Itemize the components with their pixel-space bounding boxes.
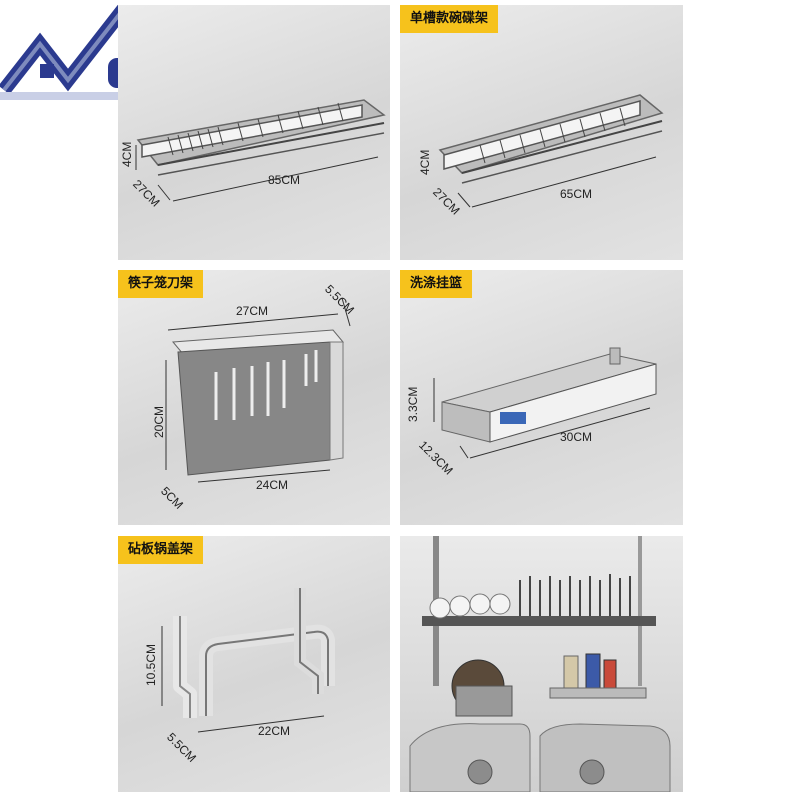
panel-rack-85: 4CM 85CM 27CM	[118, 5, 390, 260]
panel-kitchen-scene	[400, 536, 683, 792]
rack65-height-label: 4CM	[418, 149, 432, 175]
panel-rack-65: 单槽款碗碟架 4CM 65CM 27CM	[400, 5, 683, 260]
basket-width-label: 30CM	[560, 430, 593, 444]
kitchen-scene-image	[409, 536, 671, 792]
knife-holder-image	[165, 297, 351, 483]
lid-rack-image	[161, 588, 335, 733]
panel-lid-rack: 砧板锅盖架 10.5CM 22CM 5.5CM	[118, 536, 390, 792]
panel-knife-holder: 筷子笼刀架 27CM 5.5CM 20CM 24CM 5CM	[118, 270, 390, 525]
lid-height-label: 10.5CM	[144, 643, 158, 686]
panel-wash-basket: 洗涤挂篮 3.3CM 12.3CM 30CM	[400, 270, 683, 525]
basket-height-label: 3.3CM	[406, 386, 420, 422]
knife-title: 筷子笼刀架	[118, 270, 204, 298]
dish-rack-65-image	[438, 94, 664, 208]
dish-rack-85-image	[135, 99, 386, 202]
rack85-height-label: 4CM	[120, 141, 134, 167]
knife-height-label: 20CM	[152, 405, 166, 438]
lid-width-label: 22CM	[258, 724, 291, 738]
rack65-title: 单槽款碗碟架	[400, 5, 499, 33]
lid-title: 砧板锅盖架	[118, 536, 204, 564]
knife-bottom-width-label: 24CM	[256, 478, 289, 492]
rack85-width-label: 85CM	[268, 173, 301, 187]
wash-basket-image	[433, 347, 657, 459]
knife-width-label: 27CM	[236, 304, 269, 318]
basket-title: 洗涤挂篮	[400, 270, 473, 298]
rack65-width-label: 65CM	[560, 187, 593, 201]
